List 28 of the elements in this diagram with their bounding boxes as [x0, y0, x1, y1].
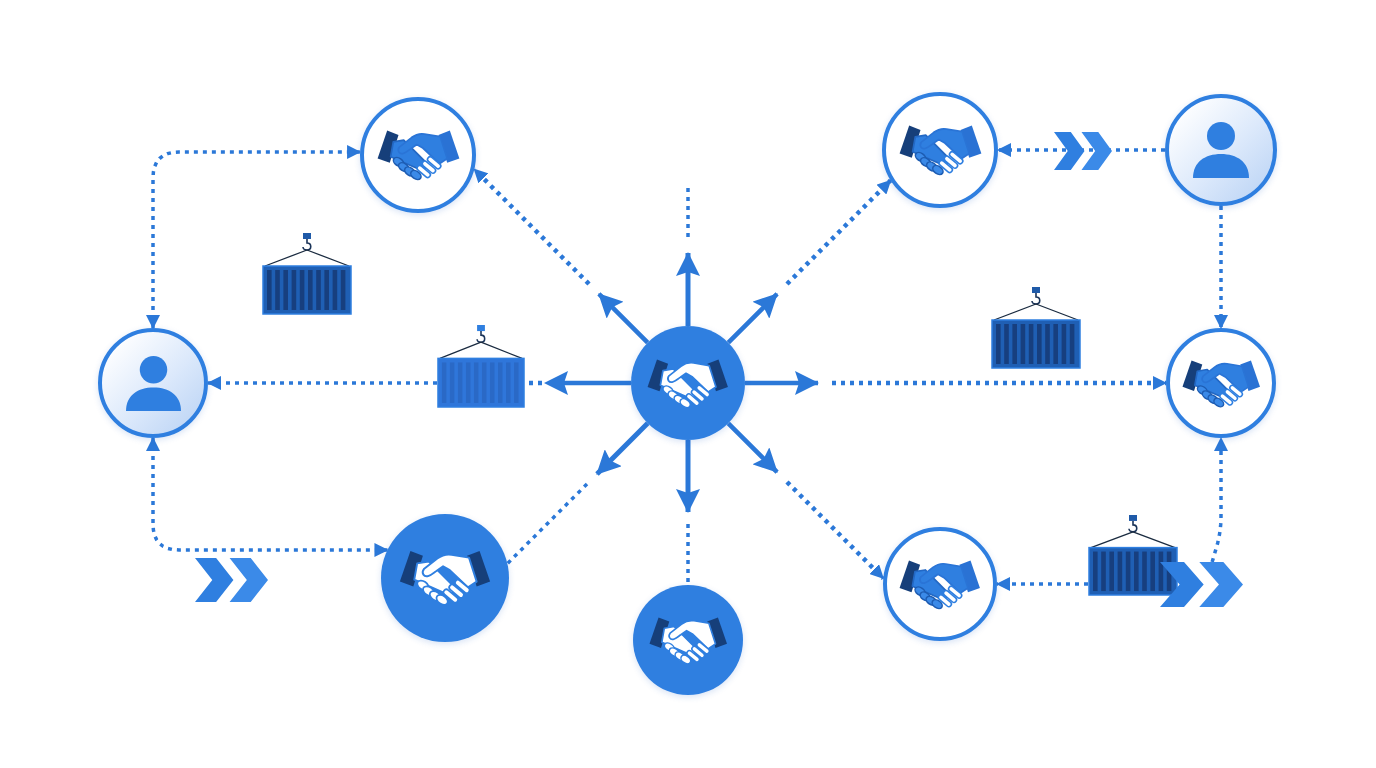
arrow	[207, 376, 437, 390]
arrow	[595, 421, 650, 476]
arrow	[996, 577, 1088, 591]
arrow	[726, 421, 885, 580]
handshake-node	[882, 92, 998, 208]
arrow	[1214, 206, 1228, 329]
user-node	[1165, 94, 1277, 206]
arrow	[726, 178, 893, 345]
double-chevron-icon	[1160, 562, 1243, 607]
user-node	[98, 328, 208, 438]
dotted-line	[686, 524, 690, 585]
arrow	[472, 167, 650, 345]
arrow	[745, 371, 1166, 395]
handshake-node	[360, 97, 476, 213]
double-chevron-icon	[195, 558, 268, 602]
shipping-container-icon	[1088, 515, 1178, 596]
arrow	[1210, 437, 1228, 563]
arrow	[676, 440, 700, 513]
arrow	[146, 145, 362, 329]
shipping-container-icon	[437, 325, 525, 408]
handshake-node	[631, 326, 745, 440]
handshake-node	[883, 527, 997, 641]
handshake-node	[1166, 328, 1276, 438]
arrow	[676, 252, 700, 326]
arrow	[997, 143, 1165, 157]
dotted-line	[506, 482, 589, 565]
arrow	[146, 437, 389, 557]
handshake-node	[633, 585, 743, 695]
